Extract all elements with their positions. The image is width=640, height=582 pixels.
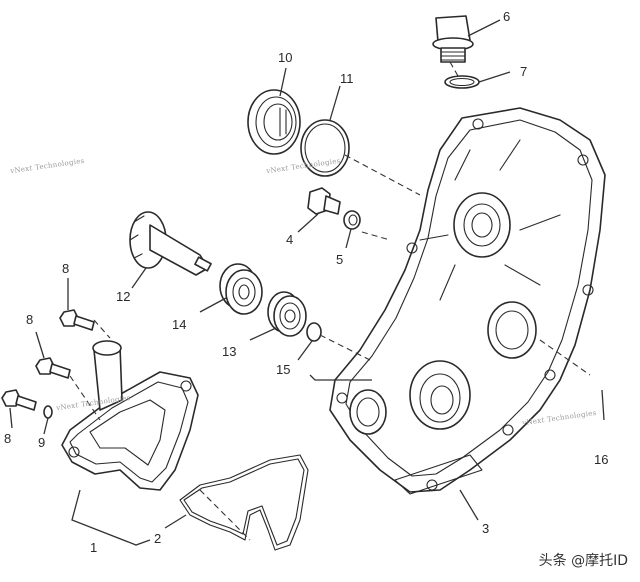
callout-label-15: 15 — [276, 362, 291, 377]
leader-lines — [9, 19, 605, 546]
drain-washer — [343, 210, 361, 230]
callout-label-13: 13 — [222, 344, 237, 359]
callout-label-14: 14 — [172, 317, 187, 332]
callout-label-10: 10 — [278, 50, 293, 65]
callout-label-8c: 8 — [4, 431, 12, 446]
callout-label-7: 7 — [520, 64, 528, 79]
dowel-pin — [43, 405, 53, 419]
bearing-large — [219, 263, 263, 315]
circlip — [306, 322, 322, 342]
oil-seal — [247, 89, 301, 155]
callout-label-11: 11 — [340, 71, 354, 86]
large-o-ring — [300, 119, 350, 177]
callout-label-9: 9 — [38, 435, 46, 450]
water-pump-housing — [61, 340, 199, 491]
source-credit: 头条 @摩托ID — [538, 553, 628, 569]
callout-label-4: 4 — [286, 232, 294, 247]
callout-label-5: 5 — [336, 252, 344, 267]
drain-bolt — [307, 187, 341, 215]
filler-plug — [432, 15, 474, 63]
callout-label-3: 3 — [482, 521, 490, 536]
callout-label-8b: 8 — [26, 312, 34, 327]
crankcase-cover — [329, 107, 606, 495]
bolt-middle — [35, 357, 71, 379]
pump-gasket — [179, 454, 309, 551]
callout-label-16: 16 — [594, 452, 609, 467]
callout-label-1: 1 — [90, 540, 98, 555]
callout-label-12: 12 — [116, 289, 131, 304]
callout-label-6: 6 — [503, 9, 511, 24]
bearing-small — [267, 291, 307, 337]
bolt-lower — [1, 389, 37, 411]
callout-label-8a: 8 — [62, 261, 70, 276]
bolt-upper — [59, 309, 95, 331]
callout-label-2: 2 — [154, 531, 162, 546]
impeller — [129, 211, 212, 276]
